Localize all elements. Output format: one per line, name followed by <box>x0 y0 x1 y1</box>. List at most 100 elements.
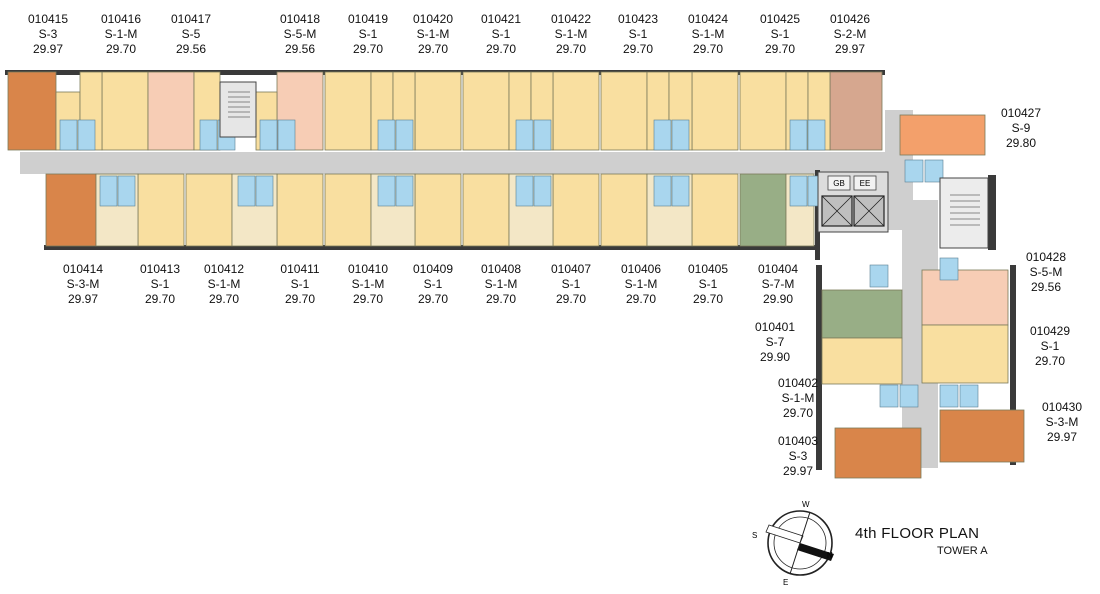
unit-area: 29.56 <box>175 42 207 56</box>
unit-room-010421 <box>462 71 510 151</box>
unit-id: 010410 <box>347 262 389 276</box>
unit-id: 010421 <box>480 12 522 26</box>
unit-id: 010424 <box>687 12 729 26</box>
unit-type: S-5-M <box>1029 265 1063 279</box>
unit-id: 010427 <box>1000 106 1042 120</box>
unit-area: 29.90 <box>762 292 794 306</box>
gb-room <box>827 175 851 191</box>
bathroom <box>671 175 690 207</box>
unit-type: S-1-M <box>691 27 725 41</box>
unit-id: 010412 <box>203 262 245 276</box>
unit-room-010405 <box>691 173 739 247</box>
unit-type: S-1-M <box>351 277 385 291</box>
unit-id: 010406 <box>620 262 662 276</box>
unit-type: S-1-M <box>207 277 241 291</box>
unit-area: 29.70 <box>208 292 240 306</box>
unit-room-010426 <box>829 71 883 151</box>
unit-room-010411 <box>276 173 324 247</box>
unit-area: 29.70 <box>284 292 316 306</box>
bathroom <box>199 119 218 151</box>
unit-room-010416 <box>101 71 149 151</box>
bathroom <box>259 119 278 151</box>
unit-id: 010409 <box>412 262 454 276</box>
bathroom <box>99 175 118 207</box>
bathroom <box>879 384 899 408</box>
bathroom <box>807 119 826 151</box>
unit-room-010423 <box>600 71 648 151</box>
unit-type: S-1 <box>1040 339 1060 353</box>
bathroom <box>377 175 396 207</box>
bathroom <box>939 384 959 408</box>
main-corridor <box>20 152 900 174</box>
unit-area: 29.56 <box>284 42 316 56</box>
unit-type: S-1 <box>150 277 170 291</box>
unit-id: 010403 <box>777 434 819 448</box>
unit-type: S-3-M <box>1045 415 1079 429</box>
unit-room-010412 <box>185 173 233 247</box>
unit-area: 29.70 <box>692 292 724 306</box>
unit-area: 29.70 <box>352 42 384 56</box>
unit-area: 29.97 <box>782 464 814 478</box>
unit-area: 29.70 <box>105 42 137 56</box>
gb-label: GB <box>833 179 845 188</box>
unit-area: 29.70 <box>555 42 587 56</box>
unit-id: 010407 <box>550 262 592 276</box>
unit-area: 29.70 <box>622 42 654 56</box>
unit-type: S-7-M <box>761 277 795 291</box>
unit-area: 29.97 <box>32 42 64 56</box>
unit-area: 29.70 <box>692 42 724 56</box>
unit-room-010413 <box>137 173 185 247</box>
unit-room-010415 <box>7 71 57 151</box>
unit-room-010428 <box>921 269 1009 326</box>
unit-room-010425 <box>739 71 787 151</box>
bathroom <box>924 159 944 183</box>
unit-type: S-1 <box>561 277 581 291</box>
unit-room-010402 <box>821 337 903 385</box>
unit-area: 29.70 <box>352 292 384 306</box>
unit-area: 29.56 <box>1030 280 1062 294</box>
bathroom <box>533 119 552 151</box>
unit-room-010414 <box>45 173 97 247</box>
unit-room-010420 <box>414 71 462 151</box>
unit-room-010427 <box>899 114 986 156</box>
unit-id: 010408 <box>480 262 522 276</box>
unit-area: 29.70 <box>555 292 587 306</box>
bathroom <box>959 384 979 408</box>
unit-id: 010416 <box>100 12 142 26</box>
bathroom <box>117 175 136 207</box>
unit-area: 29.97 <box>1046 430 1078 444</box>
compass-s: S <box>752 531 757 540</box>
unit-id: 010428 <box>1025 250 1067 264</box>
plan-subtitle: TOWER A <box>937 545 988 557</box>
unit-area: 29.97 <box>834 42 866 56</box>
unit-type: S-1 <box>290 277 310 291</box>
unit-type: S-5 <box>181 27 201 41</box>
unit-id: 010415 <box>27 12 69 26</box>
unit-id: 010425 <box>759 12 801 26</box>
unit-room-010430 <box>939 409 1025 463</box>
bathroom <box>653 175 672 207</box>
wall-bottom <box>44 245 816 250</box>
ee-room <box>853 175 877 191</box>
unit-area: 29.70 <box>485 292 517 306</box>
unit-type: S-2-M <box>833 27 867 41</box>
bathroom <box>77 119 96 151</box>
unit-area: 29.80 <box>1005 136 1037 150</box>
unit-id: 010420 <box>412 12 454 26</box>
